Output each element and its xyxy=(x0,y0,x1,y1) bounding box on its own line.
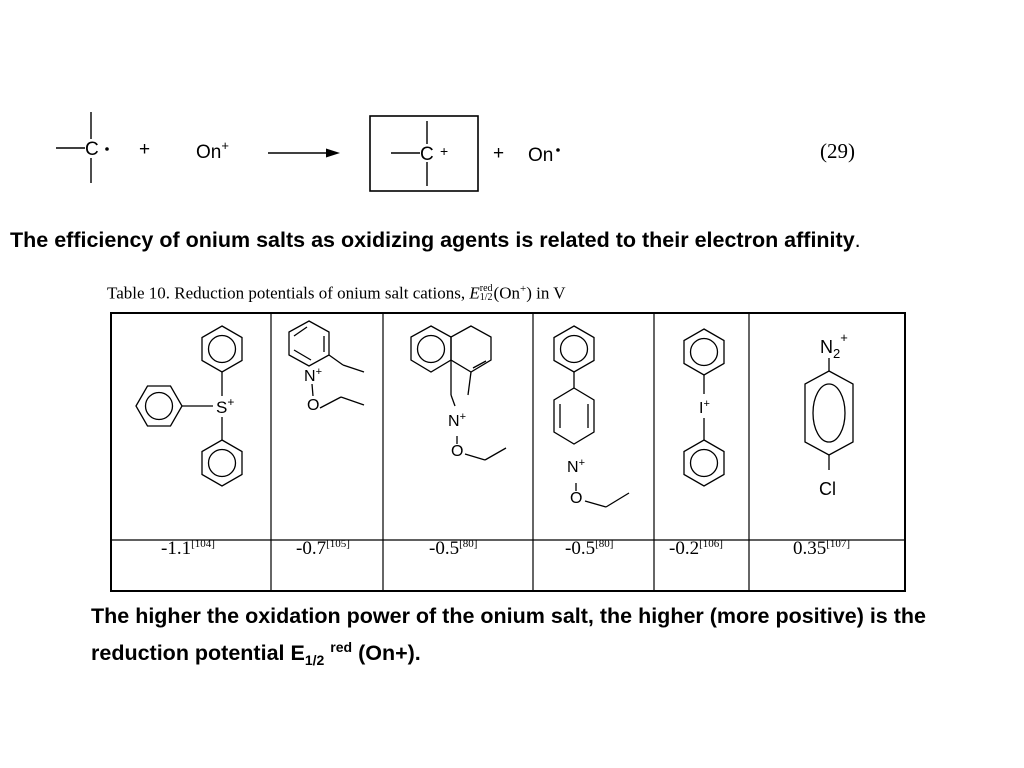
intro-text: The efficiency of onium salts as oxidizi… xyxy=(10,228,861,252)
plus-sign: + xyxy=(493,143,504,164)
onium-label: On+ xyxy=(196,138,229,163)
equation-number: (29) xyxy=(820,139,855,163)
ethoxy-methylpyridinium-structure: N+ O xyxy=(288,320,365,414)
reduction-potential-value: -1.1[104] xyxy=(161,538,215,559)
diazonium-label: N2+ xyxy=(820,330,848,361)
chlorobenzenediazonium-structure: N2+ Cl xyxy=(804,330,854,499)
product-onium-label: On xyxy=(528,145,553,166)
cation-carbon-label: C xyxy=(420,144,434,165)
nitrogen-label: N+ xyxy=(448,411,466,430)
reaction-equation: C + On+ C + + On xyxy=(56,112,560,192)
chlorine-label: Cl xyxy=(819,479,836,499)
oxygen-label: O xyxy=(307,397,319,414)
plus-sign: + xyxy=(139,139,150,160)
diphenyliodonium-structure: I+ xyxy=(683,328,725,487)
nitrogen-label: N+ xyxy=(304,366,322,385)
nitrogen-label: N+ xyxy=(567,457,585,476)
reduction-potential-value: -0.7[105] xyxy=(296,538,350,559)
iodine-label: I+ xyxy=(699,398,710,417)
oxygen-label: O xyxy=(451,443,463,460)
carbocation-box xyxy=(369,115,479,192)
conclusion-text: The higher the oxidation power of the on… xyxy=(91,604,926,668)
cation-charge: + xyxy=(440,143,448,159)
sulfur-label: S+ xyxy=(216,395,234,417)
reduction-potential-value: -0.5[80] xyxy=(565,538,614,559)
oxygen-label: O xyxy=(570,490,582,507)
reduction-potential-value: 0.35[107] xyxy=(793,538,851,559)
radical-carbon-label: C xyxy=(85,139,99,160)
radical-dot xyxy=(556,148,560,152)
reduction-potential-value: -0.2[106] xyxy=(669,538,723,559)
reduction-potential-table: S+ N+ O N+ O N+ xyxy=(110,312,906,592)
radical-dot xyxy=(105,147,109,151)
ethoxy-phenylpyridinium-structure: N+ O xyxy=(553,325,630,508)
triphenylsulfonium-structure: S+ xyxy=(135,325,243,487)
reduction-potential-value: -0.5[80] xyxy=(429,538,478,559)
table-caption: Table 10. Reduction potentials of onium … xyxy=(107,282,566,303)
arrow-head xyxy=(326,148,340,158)
ethoxy-isoquinolinium-structure: N+ O xyxy=(410,325,507,461)
